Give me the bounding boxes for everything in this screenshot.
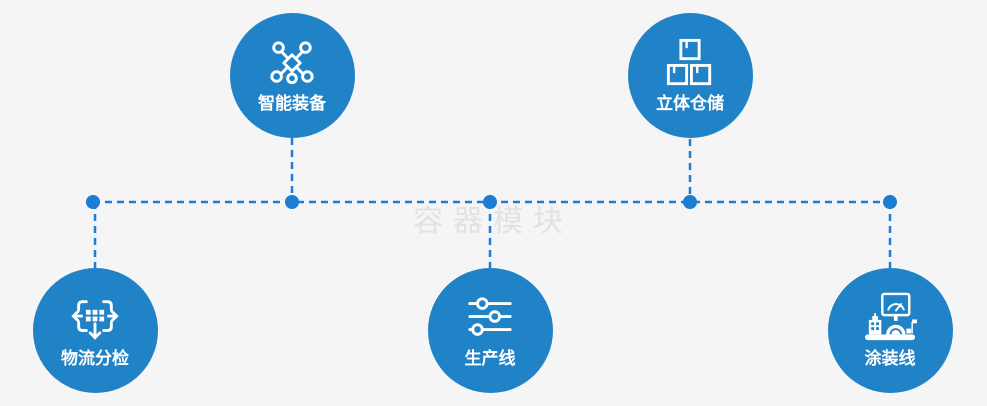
watermark: 容器模块 [413, 204, 573, 239]
node-production-line[interactable]: 生产线 [427, 267, 553, 393]
node-painting-line[interactable]: 涂装线 [827, 267, 953, 393]
node-label: 智能装备 [258, 94, 326, 114]
junction-dot [883, 195, 897, 209]
junction-dot [86, 195, 100, 209]
junction-dot [483, 195, 497, 209]
sorting-arrows-icon [69, 292, 121, 344]
node-logistics-sorting[interactable]: 物流分检 [32, 267, 158, 393]
machine-icon [858, 292, 922, 344]
junction-dot [285, 195, 299, 209]
node-label: 物流分检 [61, 349, 129, 369]
node-label: 涂装线 [864, 349, 916, 369]
node-label: 生产线 [464, 349, 516, 369]
sliders-icon [464, 292, 516, 344]
stacked-boxes-icon [664, 37, 716, 89]
node-warehouse[interactable]: 立体仓储 [627, 12, 753, 138]
node-label: 立体仓储 [656, 94, 724, 114]
junction-dot [683, 195, 697, 209]
node-intelligent-equipment[interactable]: 智能装备 [229, 12, 355, 138]
network-icon [266, 37, 318, 89]
